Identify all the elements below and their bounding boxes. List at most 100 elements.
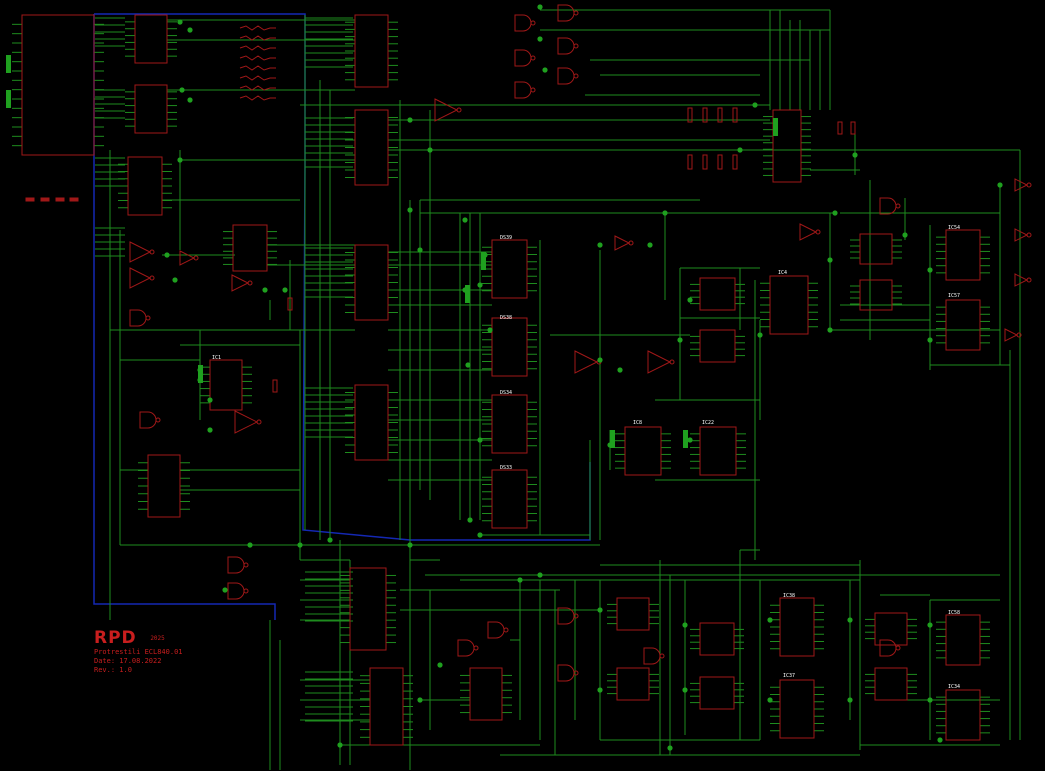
gate-bubble bbox=[895, 645, 901, 651]
connector-header bbox=[465, 285, 470, 303]
and-gate bbox=[514, 81, 532, 99]
and-gate bbox=[514, 14, 532, 32]
junction-dot bbox=[927, 697, 933, 703]
title-block: RPD 2025 Protrestili ECL840.01 Date: 17.… bbox=[94, 628, 183, 675]
inverter-gate bbox=[1014, 178, 1029, 192]
ic-chip bbox=[624, 426, 662, 476]
junction-dot bbox=[477, 437, 483, 443]
junction-dot bbox=[662, 210, 668, 216]
ic-chip bbox=[699, 676, 735, 710]
inverter-bubble bbox=[149, 275, 155, 281]
junction-dot bbox=[177, 19, 183, 25]
junction-dot bbox=[487, 327, 493, 333]
ref-ds38: DS38 bbox=[500, 315, 513, 321]
ic-chip bbox=[232, 224, 268, 272]
ic-chip bbox=[779, 679, 815, 739]
and-gate bbox=[227, 582, 245, 600]
junction-dot bbox=[207, 397, 213, 403]
ref-ic1: IC1 bbox=[212, 355, 222, 361]
ic-chip bbox=[354, 109, 389, 186]
ref-ic37: IC37 bbox=[783, 673, 796, 679]
gate-bubble bbox=[145, 315, 151, 321]
junction-dot bbox=[172, 277, 178, 283]
ic-chip bbox=[699, 329, 736, 363]
inverter-gate bbox=[179, 250, 196, 266]
junction-dot bbox=[262, 287, 268, 293]
ref-ic4: IC4 bbox=[778, 270, 788, 276]
junction-dot bbox=[417, 697, 423, 703]
ic-chip bbox=[369, 667, 404, 746]
inverter-bubble bbox=[669, 359, 675, 365]
ic-chip bbox=[147, 454, 181, 518]
resistor bbox=[850, 121, 856, 135]
resistor-ladder bbox=[239, 45, 276, 51]
junction-dot bbox=[927, 337, 933, 343]
junction-dot bbox=[927, 267, 933, 273]
resistor bbox=[287, 297, 293, 311]
connector-header bbox=[198, 365, 203, 383]
gate-bubble bbox=[659, 653, 665, 659]
junction-dot bbox=[847, 617, 853, 623]
junction-dot bbox=[282, 287, 288, 293]
ref-ds34: DS34 bbox=[500, 390, 513, 396]
junction-dot bbox=[247, 542, 253, 548]
junction-dot bbox=[437, 662, 443, 668]
junction-dot bbox=[467, 517, 473, 523]
gate-bubble bbox=[573, 10, 579, 16]
ref-ds39: DS39 bbox=[500, 235, 513, 241]
junction-dot bbox=[827, 257, 833, 263]
resistor-ladder bbox=[239, 85, 276, 91]
ref-ic57: IC57 bbox=[948, 293, 961, 299]
inverter-bubble bbox=[247, 280, 253, 286]
ic-chip bbox=[772, 109, 802, 183]
and-gate bbox=[457, 639, 475, 657]
resistor-ladder bbox=[239, 75, 276, 81]
connector-header bbox=[683, 430, 688, 448]
and-gate bbox=[557, 37, 575, 55]
inverter-gate bbox=[434, 98, 459, 122]
and-gate bbox=[557, 67, 575, 85]
inverter-bubble bbox=[1026, 277, 1032, 283]
inverter-gate bbox=[129, 267, 152, 289]
ic-chip bbox=[616, 667, 650, 701]
resistor-ladder bbox=[239, 65, 276, 71]
junction-dot bbox=[537, 4, 543, 10]
junction-dot bbox=[997, 182, 1003, 188]
ic-chip bbox=[769, 275, 809, 335]
gate-bubble bbox=[473, 645, 479, 651]
inverter-bubble bbox=[1016, 332, 1022, 338]
resistor-ladder bbox=[239, 95, 276, 101]
inverter-gate bbox=[1014, 273, 1029, 287]
gate-bubble bbox=[573, 670, 579, 676]
junction-dot bbox=[667, 745, 673, 751]
ic-chip bbox=[491, 239, 528, 299]
gate-bubble bbox=[573, 73, 579, 79]
resistor bbox=[687, 154, 693, 170]
connector-header bbox=[610, 430, 615, 448]
and-gate bbox=[557, 664, 575, 682]
resistor-ladder bbox=[239, 35, 276, 41]
gate-bubble bbox=[503, 627, 509, 633]
junction-dot bbox=[767, 617, 773, 623]
brand-name: RPD bbox=[94, 628, 137, 648]
ic-chip bbox=[209, 359, 243, 411]
gate-bubble bbox=[530, 87, 536, 93]
ref-ic34: IC34 bbox=[948, 684, 961, 690]
resistor bbox=[702, 154, 708, 170]
ic-chip bbox=[859, 279, 893, 311]
resistor-ladder bbox=[239, 55, 276, 61]
capacitor bbox=[25, 197, 35, 202]
inverter-bubble bbox=[628, 240, 634, 246]
inverter-bubble bbox=[456, 107, 462, 113]
ic-chip bbox=[127, 156, 163, 216]
and-gate bbox=[487, 621, 505, 639]
inverter-gate bbox=[799, 223, 818, 241]
ic-chip bbox=[945, 299, 981, 351]
inverter-gate bbox=[614, 235, 631, 251]
gate-bubble bbox=[573, 43, 579, 49]
inverter-bubble bbox=[149, 249, 155, 255]
junction-dot bbox=[337, 742, 343, 748]
inverter-bubble bbox=[193, 255, 199, 261]
junction-dot bbox=[937, 737, 943, 743]
